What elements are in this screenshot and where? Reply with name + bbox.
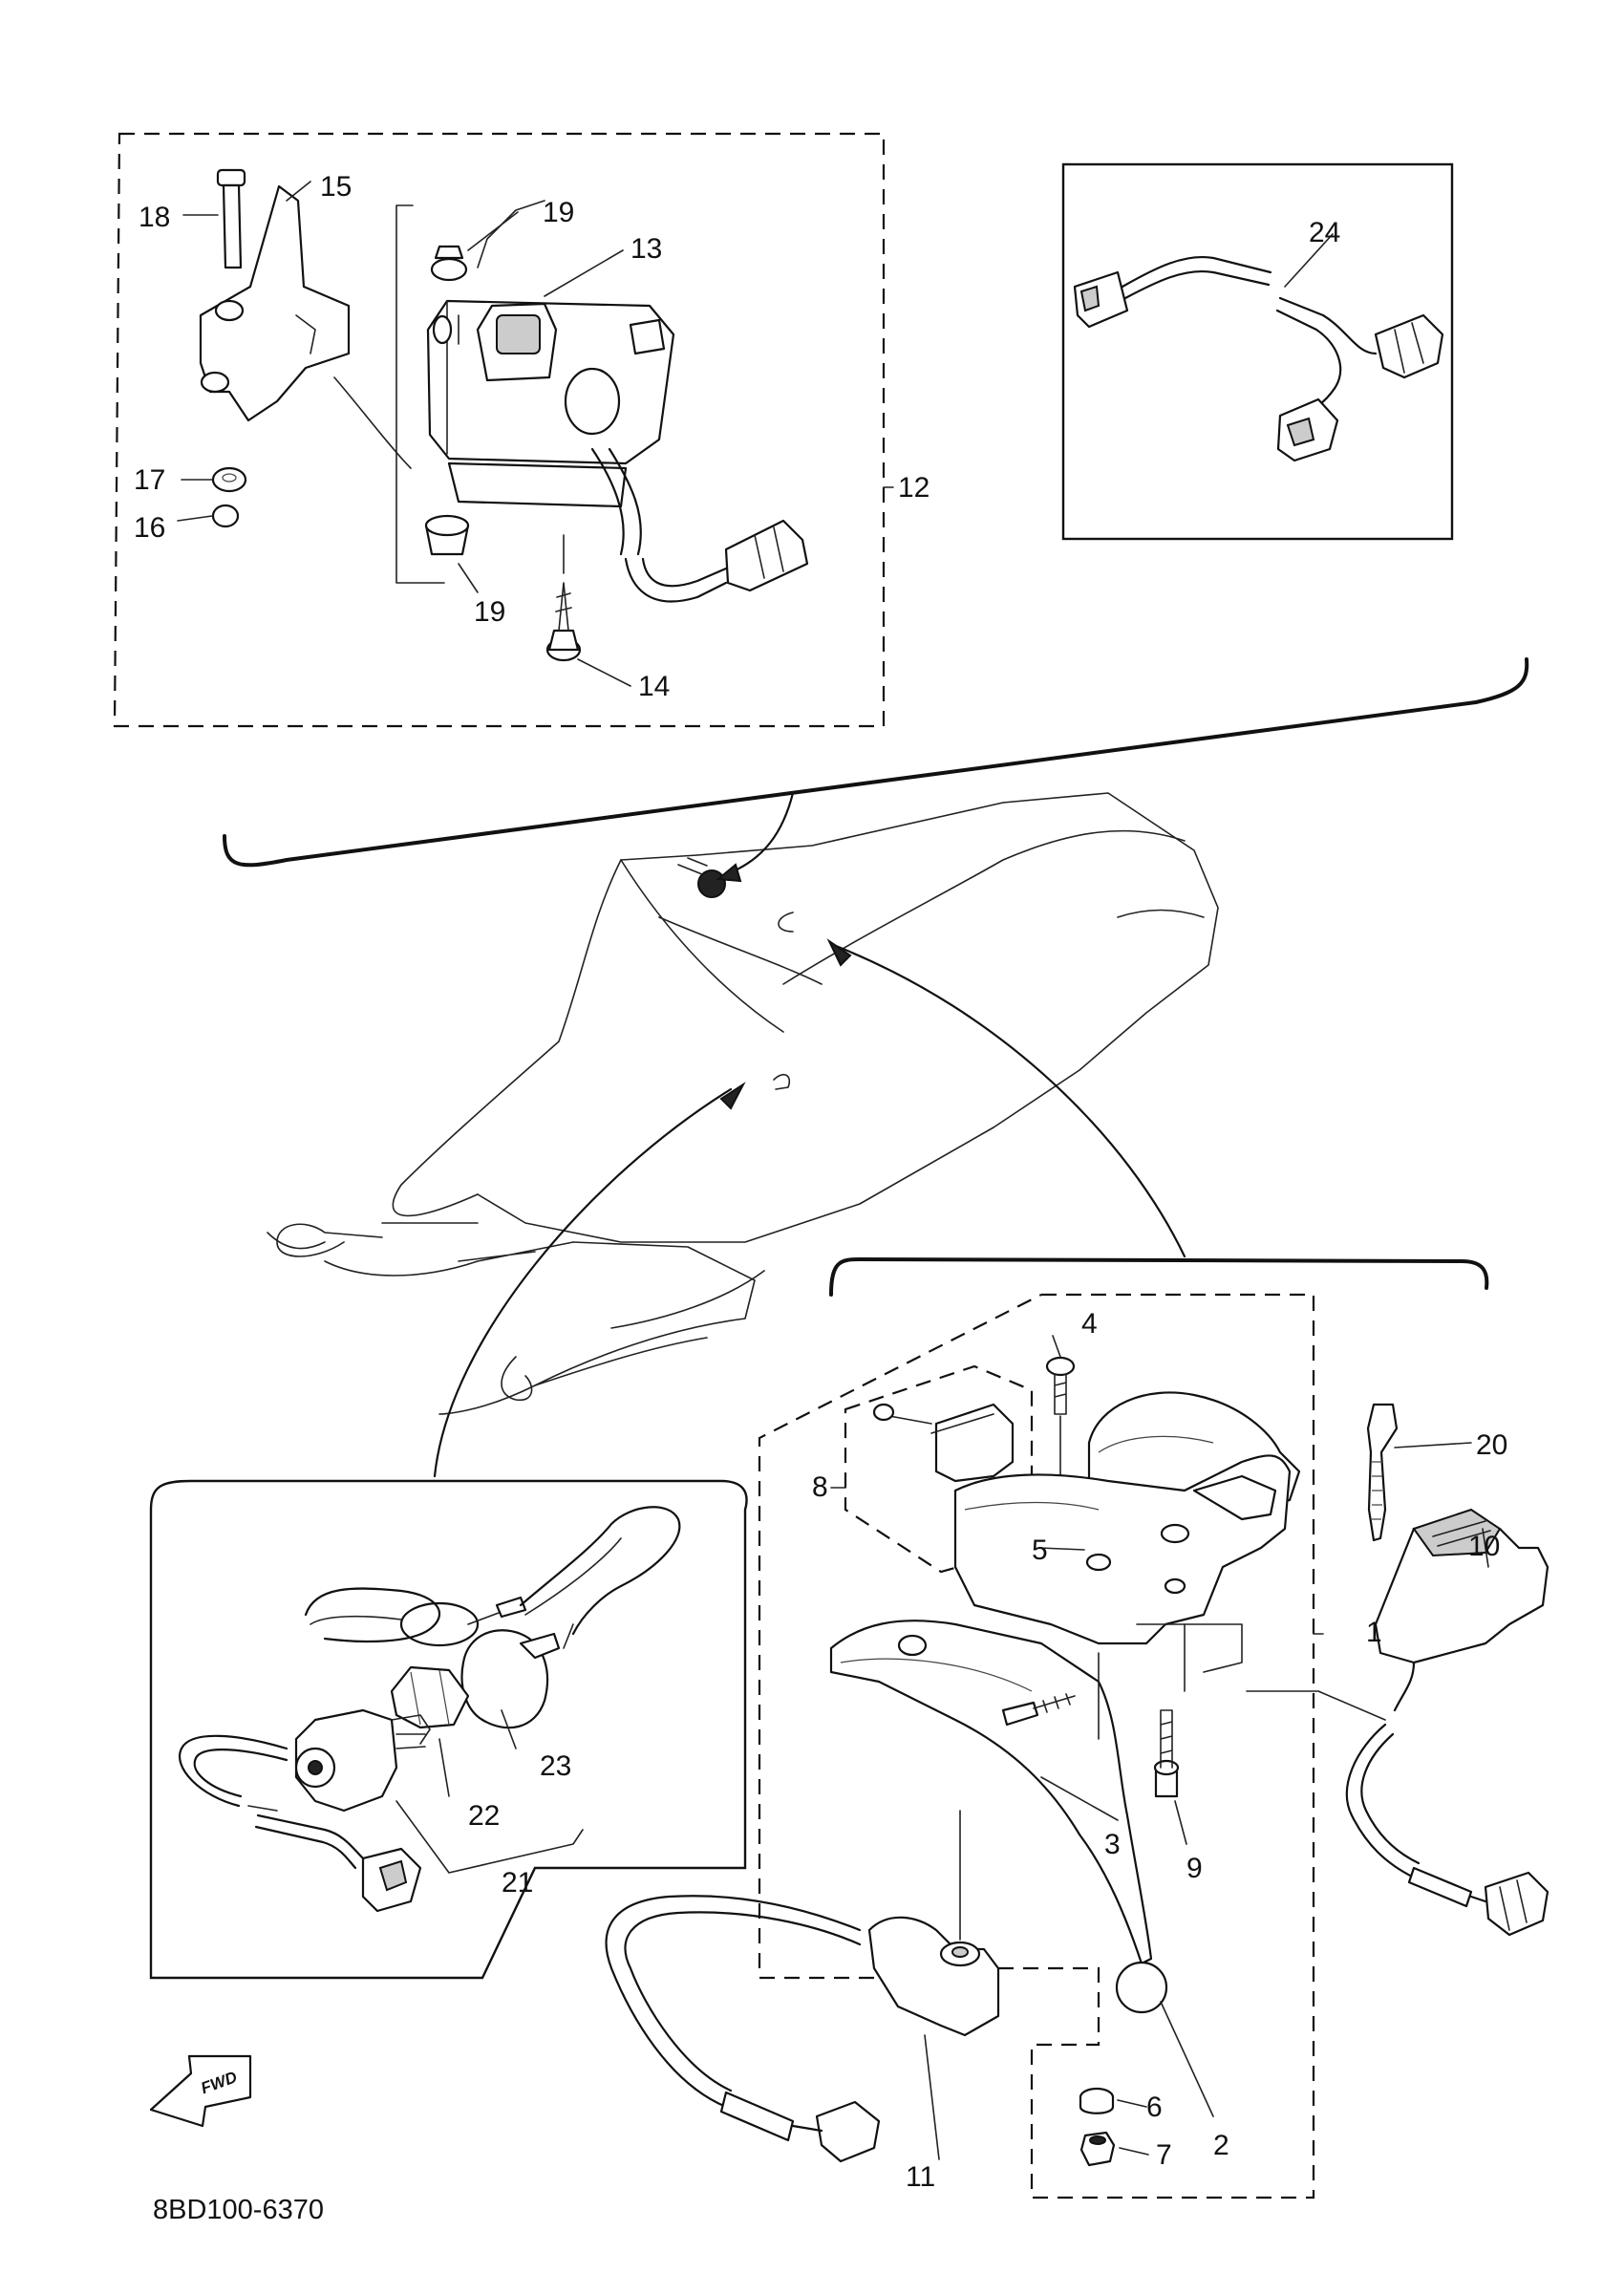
callout-23: 23: [540, 1750, 571, 1782]
callout-15: 15: [320, 171, 352, 203]
bracket-15: [199, 184, 351, 422]
callout-12: 12: [898, 472, 930, 504]
nut-7: [1079, 2131, 1116, 2167]
brace-right: [829, 1256, 1489, 1297]
callout-2: 2: [1213, 2130, 1229, 2161]
callout-8: 8: [812, 1471, 828, 1503]
switch-body-21: [179, 1708, 584, 1913]
wire-harness-24: [1073, 233, 1444, 462]
callout-24: 24: [1309, 217, 1340, 248]
module-10: [1246, 1508, 1549, 1937]
callout-7: 7: [1156, 2139, 1172, 2171]
screw-14: [545, 534, 582, 662]
lever-2: [829, 1620, 1168, 2014]
callout-3: 3: [1104, 1829, 1121, 1860]
callout-14: 14: [638, 671, 670, 702]
bolt-18: [216, 168, 246, 269]
bolt-9: [1153, 1623, 1186, 1798]
lever-bracket-1: [953, 1454, 1292, 1673]
screw-3: [1001, 1652, 1100, 1740]
harness-24-frame: [1061, 162, 1454, 541]
leader-lines-12: [177, 181, 631, 687]
callout-19-bottom: 19: [474, 596, 505, 628]
snowmobile-body: [267, 792, 1219, 1415]
stop-switch-frame: [149, 1479, 748, 1980]
callout-13: 13: [630, 233, 662, 265]
callout-5: 5: [1032, 1534, 1048, 1566]
callout-18: 18: [139, 202, 170, 233]
brace-upper: [223, 657, 1529, 868]
callout-11: 11: [906, 2161, 935, 2193]
callout-6: 6: [1146, 2092, 1163, 2123]
callout-10: 10: [1468, 1531, 1500, 1562]
lanyard: [304, 1506, 681, 1649]
callout-19-top: 19: [543, 197, 574, 228]
callout-22: 22: [468, 1800, 500, 1832]
cap-23: [460, 1629, 561, 1729]
routing-arrows: [433, 791, 1186, 1478]
callout-20: 20: [1476, 1429, 1507, 1461]
cable-12: [590, 447, 809, 603]
callout-9: 9: [1186, 1853, 1203, 1884]
grommet-19-top: [430, 245, 468, 282]
washer-16: [211, 504, 240, 528]
callout-4: 4: [1081, 1308, 1098, 1340]
callout-17: 17: [134, 464, 165, 496]
switch-11: [605, 1810, 1000, 2163]
fwd-arrow-icon: FWD: [149, 2054, 252, 2128]
nut-17: [211, 466, 247, 493]
washer-6: [1079, 2087, 1115, 2114]
control-box-13: [426, 299, 675, 508]
assembly-12-box: [113, 132, 894, 728]
drawing-code: 8BD100-6370: [153, 2195, 324, 2225]
grommet-19-bottom: [424, 514, 470, 556]
callout-1: 1: [1366, 1617, 1382, 1648]
cable-tie-20: [1366, 1403, 1399, 1542]
callout-21: 21: [502, 1867, 533, 1899]
callout-16: 16: [134, 512, 165, 544]
callout-labels: 1 2 3 4 5 6 7 8 9 10 11 12 13 14 15 16 1…: [134, 171, 1507, 2193]
leader-lines-1: [924, 1335, 1489, 2160]
nut-22: [390, 1665, 470, 1729]
